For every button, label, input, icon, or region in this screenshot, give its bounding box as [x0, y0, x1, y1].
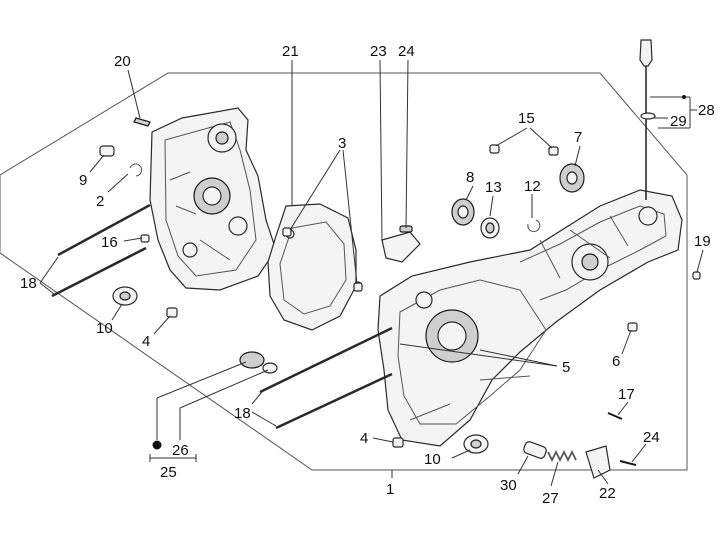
callout-18-right: 18: [234, 405, 251, 422]
callout-17: 17: [618, 386, 635, 403]
callout-22: 22: [599, 485, 616, 502]
callout-13: 13: [485, 179, 502, 196]
callout-24-top: 24: [398, 43, 415, 60]
callout-4-right: 4: [360, 430, 368, 447]
callout-28: 28: [698, 102, 715, 119]
callout-16: 16: [101, 234, 118, 251]
callout-15: 15: [518, 110, 535, 127]
callout-21: 21: [282, 43, 299, 60]
callout-4-left: 4: [142, 333, 150, 350]
callout-6: 6: [612, 353, 620, 370]
callout-7: 7: [574, 129, 582, 146]
callout-18-left: 18: [20, 275, 37, 292]
callout-3: 3: [338, 135, 346, 152]
callout-12: 12: [524, 178, 541, 195]
callout-19: 19: [694, 233, 711, 250]
gasket: [267, 203, 363, 331]
callout-27: 27: [542, 490, 559, 507]
callout-numbers: 1 2 3 4 4 5 6 7 8 9 10 10 12 13 15 16 17…: [20, 43, 715, 507]
callout-24-right: 24: [643, 429, 660, 446]
callout-10-left: 10: [96, 320, 113, 337]
leader-lines: [39, 59, 704, 487]
callout-1: 1: [386, 481, 394, 498]
small-parts: [51, 39, 701, 479]
callout-26: 26: [172, 442, 189, 459]
callout-20: 20: [114, 53, 131, 70]
callout-8: 8: [466, 169, 474, 186]
callout-23: 23: [370, 43, 387, 60]
left-crankcase-half: [149, 107, 277, 291]
right-crankcase-half: [377, 189, 683, 447]
callout-10-right: 10: [424, 451, 441, 468]
callout-5: 5: [562, 359, 570, 376]
callout-29: 29: [670, 113, 687, 130]
callout-30: 30: [500, 477, 517, 494]
assembly-outline: [0, 72, 688, 471]
callout-9: 9: [79, 172, 87, 189]
seal-marker-dot: [152, 440, 162, 450]
callout-25: 25: [160, 464, 177, 481]
callout-2: 2: [96, 193, 104, 210]
